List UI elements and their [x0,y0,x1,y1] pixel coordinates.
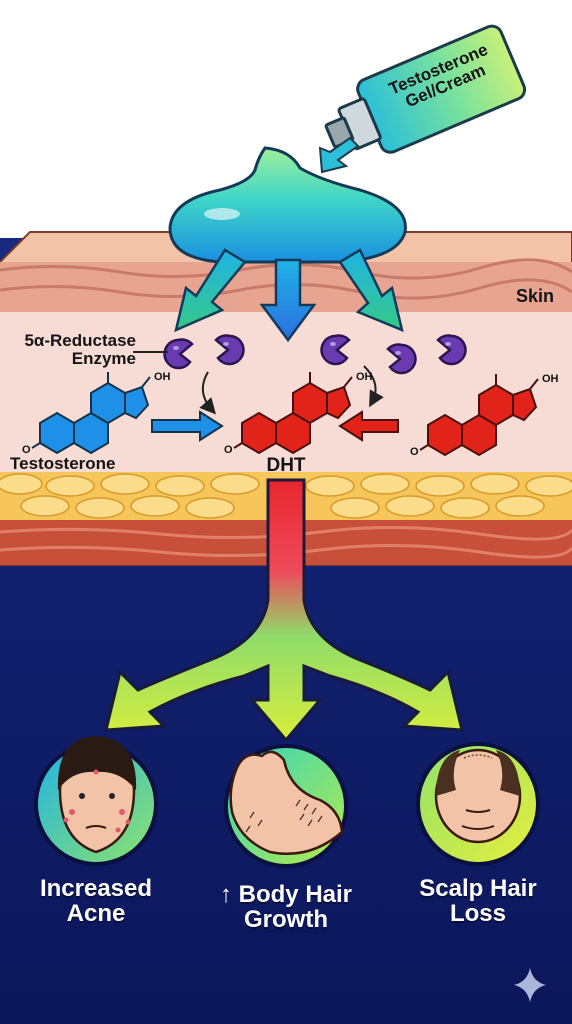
enzyme-icon [386,343,417,375]
outcome-label-line2: Acne [66,900,126,928]
oh-label-right: OH [542,373,559,385]
absorption-arrow-left [174,248,247,333]
outcome-label-scalp-hair-loss: Scalp Hair Loss [388,875,568,928]
outcome-label-body-hair: ↑ Body Hair Growth [196,881,376,934]
enzyme-icon [214,334,245,366]
dht-molecule-center [233,372,353,455]
outcome-label-acne: Increased Acne [6,875,186,928]
acne-illustration [34,736,158,866]
oh-label-left: OH [154,371,171,383]
skin-label: Skin [515,286,554,306]
conversion-curve-right [363,365,384,408]
outcome-label-line1: ↑ Body Hair [219,881,353,908]
enzyme-label-line2: Enzyme [71,348,136,368]
conversion-arrow-right [338,410,399,442]
oh-label-center: OH [356,371,373,383]
testosterone-molecule-left [31,372,151,455]
dht-stream [104,478,464,743]
o-label-center: O [224,444,233,456]
sparkle-icon [514,968,546,1002]
enzyme-label: 5α-Reductase Enzyme [6,332,136,368]
o-label-left: O [22,444,31,456]
absorption-arrow-right [338,248,404,333]
enzyme-icon [320,334,351,366]
outcome-label-line1: Scalp Hair [419,875,537,902]
scalp-hair-loss-illustration [416,742,540,866]
enzyme-icon [436,334,467,366]
dispense-arrow [318,136,360,174]
conversion-arrow-left [151,410,224,442]
enzyme-icon [163,338,194,370]
o-label-right: O [410,446,419,458]
outcome-label-line2: Growth [244,906,328,934]
body-hair-illustration [224,744,348,868]
enzyme-label-line1: 5α-Reductase [24,331,136,350]
outcome-label-line1: Increased [39,875,153,902]
outcome-label-line2: Loss [449,900,506,928]
conversion-curve-left [199,371,216,415]
dht-label: DHT [266,455,306,476]
absorption-arrow-center [259,258,317,343]
gel-tube [324,24,527,154]
dht-molecule-right [419,374,539,457]
enzyme-group [163,334,467,375]
testosterone-label: Testosterone [10,454,116,473]
